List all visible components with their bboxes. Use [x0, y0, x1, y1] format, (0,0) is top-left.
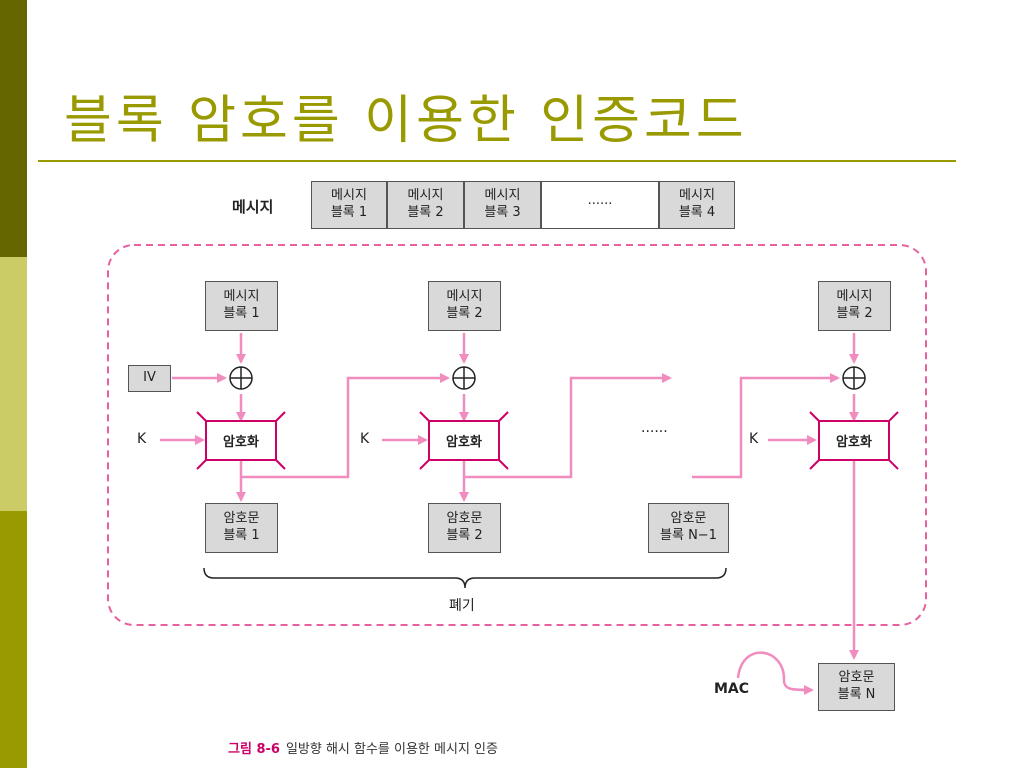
key-label: K [137, 431, 147, 447]
encrypt-box-1: 암호화 [205, 420, 277, 461]
discard-brace [203, 567, 727, 589]
message-segment-ellipsis: ······ [541, 181, 659, 229]
slide-title: 블록 암호를 이용한 인증코드 [64, 91, 748, 151]
iv-box: IV [128, 365, 171, 392]
figure-text: 일방향 해시 함수를 이용한 메시지 인증 [285, 742, 498, 757]
title-divider [38, 160, 956, 162]
encrypt-box-2: 암호화 [428, 420, 500, 461]
side-bar-light [0, 257, 27, 511]
chain-ellipsis: ······ [641, 424, 668, 440]
side-bar-mid [0, 511, 27, 768]
message-label: 메시지 [232, 198, 274, 216]
figure-caption: 그림 8-6 일방향 해시 함수를 이용한 메시지 인증 [228, 738, 498, 757]
side-bar-dark [0, 0, 27, 257]
encrypt-box-last: 암호화 [818, 420, 890, 461]
discard-label: 폐기 [449, 598, 475, 614]
key-label: K [749, 431, 759, 447]
mac-label: MAC [714, 681, 750, 697]
key-label: K [360, 431, 370, 447]
figure-number: 그림 8-6 [228, 742, 280, 757]
